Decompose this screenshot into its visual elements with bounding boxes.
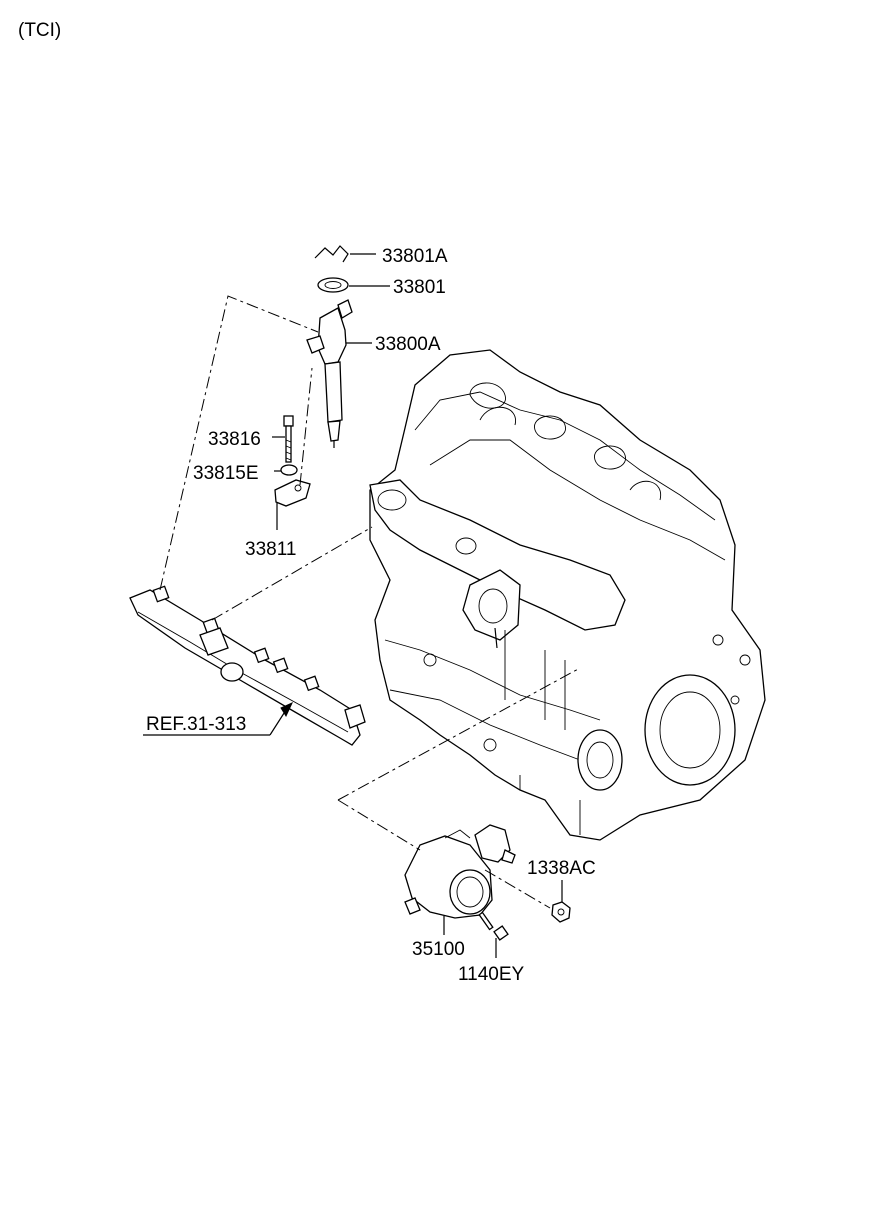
callout-33816: 33816 xyxy=(208,429,261,450)
washer-33815E xyxy=(280,464,298,476)
callout-33811: 33811 xyxy=(245,539,296,560)
callout-33801: 33801 xyxy=(393,277,446,298)
nut-1338AC xyxy=(551,901,571,923)
fuel-rail xyxy=(129,585,366,746)
callout-labels: 33801A 33801 33800A 33816 33815E 33811 R… xyxy=(146,246,596,985)
callout-1338AC: 1338AC xyxy=(527,858,596,879)
thermostat-housing-35100 xyxy=(404,824,516,919)
callout-1140EY: 1140EY xyxy=(458,964,525,985)
callout-33815E: 33815E xyxy=(193,463,259,484)
callout-ref-31-313: REF.31-313 xyxy=(146,714,246,735)
reference-lines xyxy=(159,295,581,909)
bolt-1140EY xyxy=(478,911,509,941)
bolt-33816 xyxy=(283,415,294,463)
clamp-33811 xyxy=(274,479,311,507)
callout-33801A: 33801A xyxy=(382,246,448,267)
engine-block xyxy=(369,349,766,841)
variant-label: (TCI) xyxy=(18,20,62,41)
callout-33800A: 33800A xyxy=(375,334,441,355)
washer-33801 xyxy=(317,277,349,293)
clip-33801A xyxy=(314,245,349,263)
injector-33800A xyxy=(306,299,353,448)
callout-35100: 35100 xyxy=(412,939,465,960)
